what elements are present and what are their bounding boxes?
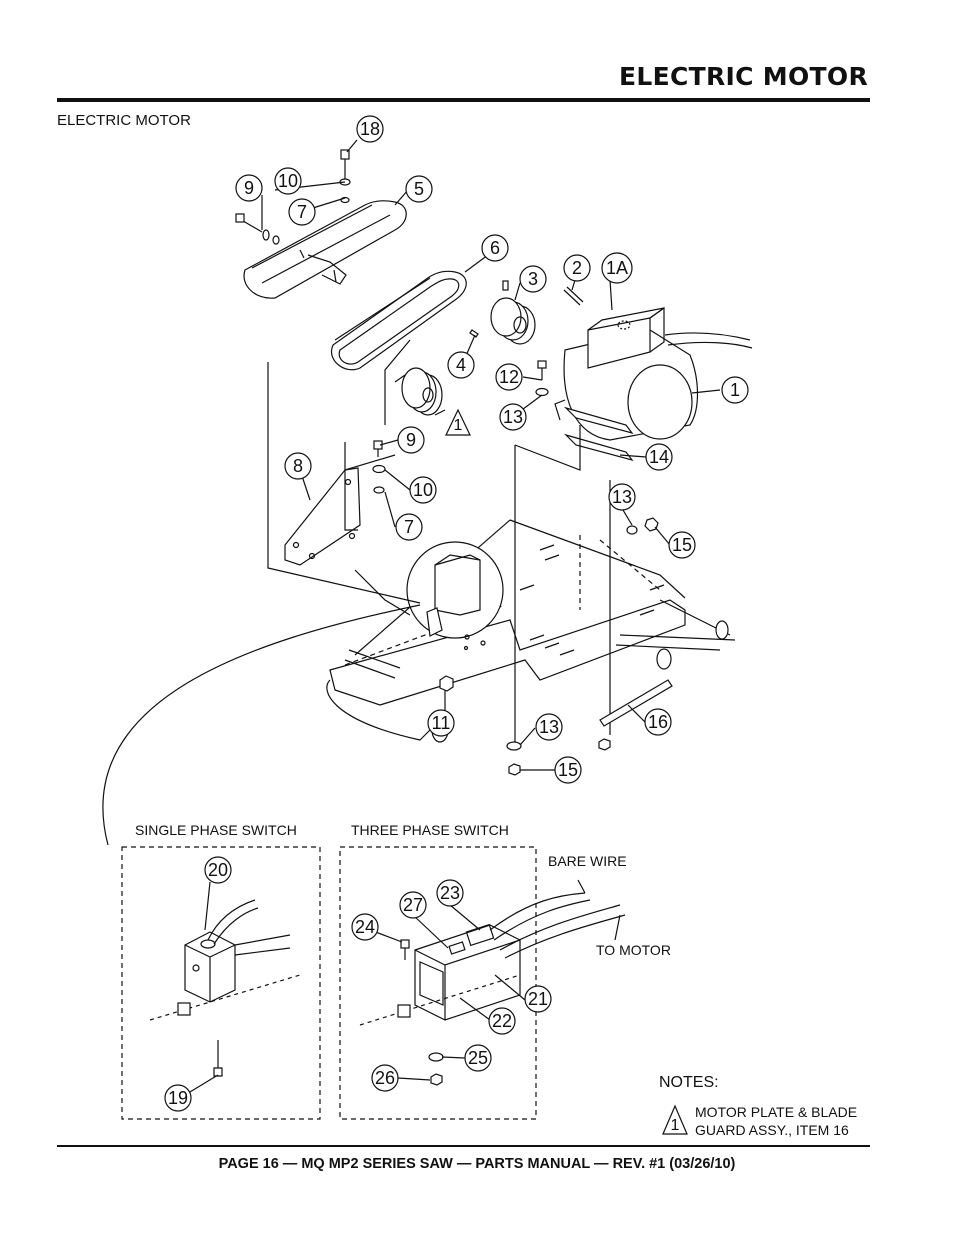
svg-text:7: 7 [297,202,307,222]
key-2 [563,286,584,306]
notes-heading: NOTES: [659,1074,719,1091]
svg-text:27: 27 [403,895,423,915]
svg-text:8: 8 [293,456,303,476]
section-label: ELECTRIC MOTOR [57,112,191,129]
callout-9: 9 [235,174,263,202]
callout-7: 7 [288,198,316,226]
svg-text:10: 10 [278,171,298,191]
svg-text:13: 13 [503,407,523,427]
svg-text:11: 11 [432,713,451,733]
svg-text:20: 20 [208,860,228,880]
svg-text:1: 1 [730,380,740,400]
svg-text:21: 21 [528,989,548,1009]
svg-text:1A: 1A [606,258,628,278]
belt-guard [243,200,407,299]
callout-3: 3 [519,265,547,293]
svg-text:15: 15 [672,535,692,555]
svg-text:5: 5 [414,179,424,199]
callout-15-a: 15 [668,531,696,559]
callout-21: 21 [524,985,552,1013]
callout-13-a: 13 [499,403,527,431]
callout-11: 11 [427,709,455,737]
three-phase-label: THREE PHASE SWITCH [351,822,509,838]
callout-13-c: 13 [535,713,563,741]
svg-text:4: 4 [456,355,466,375]
single-phase-inset [121,846,321,1120]
footer-rule [57,1145,870,1147]
callout-15-b: 15 [554,756,582,784]
lower-sheave [394,367,446,416]
svg-text:23: 23 [440,883,460,903]
page-title: ELECTRIC MOTOR [619,62,868,91]
svg-text:16: 16 [648,712,668,732]
electric-motor [554,306,753,462]
note-line-2: GUARD ASSY., ITEM 16 [695,1122,849,1138]
svg-text:19: 19 [168,1088,188,1108]
callout-6: 6 [481,234,509,262]
callout-2: 2 [563,254,591,282]
callout-12: 12 [495,363,523,391]
bracket-8 [284,467,361,566]
callout-4: 4 [447,351,475,379]
svg-text:3: 3 [528,269,538,289]
svg-text:24: 24 [355,917,375,937]
note-line-1: MOTOR PLATE & BLADE [695,1104,857,1120]
to-motor-label: TO MOTOR [596,942,671,958]
callout-25: 25 [464,1044,492,1072]
title-rule [57,98,870,102]
svg-text:1: 1 [454,417,463,434]
callout-13-b: 13 [608,483,636,511]
svg-text:9: 9 [406,430,416,450]
svg-text:14: 14 [649,447,669,467]
callout-10-b: 10 [409,476,437,504]
callout-16: 16 [644,708,672,736]
set-screw-4 [469,329,479,338]
callout-27: 27 [399,891,427,919]
bare-wire-label: BARE WIRE [548,853,627,869]
svg-text:15: 15 [558,760,578,780]
callout-14: 14 [645,443,673,471]
svg-text:10: 10 [413,480,433,500]
svg-text:13: 13 [612,487,632,507]
v-belt [330,270,467,371]
svg-text:6: 6 [490,238,500,258]
svg-text:2: 2 [572,258,582,278]
motor-pulley [490,280,536,345]
callout-5: 5 [405,175,433,203]
callout-23: 23 [436,879,464,907]
callout-26: 26 [371,1064,399,1092]
svg-text:25: 25 [468,1048,488,1068]
svg-text:13: 13 [539,717,559,737]
single-phase-label: SINGLE PHASE SWITCH [135,822,297,838]
callout-24: 24 [351,913,379,941]
single-phase-switch [149,899,301,1077]
callout-7-b: 7 [395,513,423,541]
svg-text:1: 1 [671,1117,680,1134]
svg-text:7: 7 [404,517,414,537]
callout-18: 18 [356,115,384,143]
callout-9-b: 9 [397,426,425,454]
callout-20: 20 [204,856,232,884]
callout-1: 1 [721,376,749,404]
page-footer: PAGE 16 — MQ MP2 SERIES SAW — PARTS MANU… [218,1156,736,1172]
callout-1a: 1A [601,252,633,284]
callout-8: 8 [284,452,312,480]
svg-text:18: 18 [360,119,380,139]
callout-19: 19 [164,1084,192,1112]
svg-text:9: 9 [244,178,254,198]
svg-text:12: 12 [499,367,519,387]
notes-triangle-icon: 1 [662,1104,688,1135]
callout-group: 18 9 10 7 5 6 3 2 1A 4 12 1 13 14 9 10 7… [164,115,749,1112]
svg-text:22: 22 [492,1011,512,1031]
three-phase-switch [359,892,626,1086]
note-reference-triangle: 1 [445,408,471,436]
svg-text:26: 26 [375,1068,395,1088]
callout-10: 10 [274,167,302,195]
callout-22: 22 [488,1007,516,1035]
